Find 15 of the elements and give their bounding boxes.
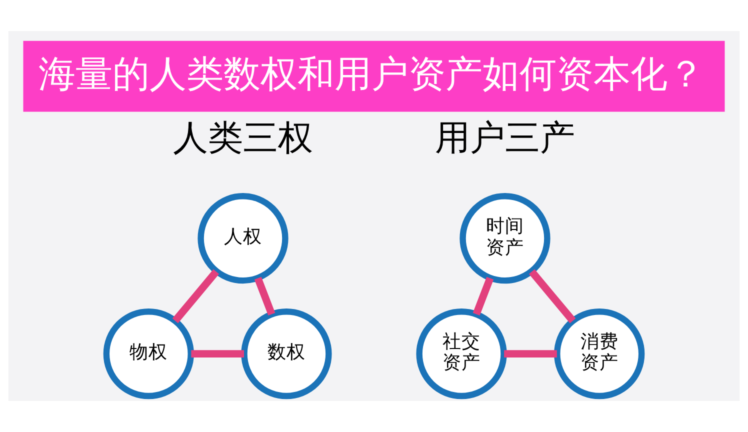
node-circle: 消费资产 — [554, 308, 645, 400]
connector — [472, 276, 494, 316]
node-circle: 时间资产 — [460, 193, 550, 284]
connector — [254, 276, 276, 316]
connector — [191, 350, 244, 358]
connector — [504, 350, 557, 358]
label: 人类三权 — [173, 118, 314, 158]
node-circle: 物权 — [103, 308, 194, 400]
connector — [528, 269, 576, 324]
connector — [172, 269, 220, 324]
node-circle: 社交资产 — [416, 308, 507, 400]
label: 用户三产 — [434, 118, 575, 158]
node-circle: 人权 — [198, 193, 288, 284]
diagram-title: 海量的人类数权和用户资产如何资本化？ — [38, 51, 705, 96]
node-circle: 数权 — [241, 308, 332, 400]
